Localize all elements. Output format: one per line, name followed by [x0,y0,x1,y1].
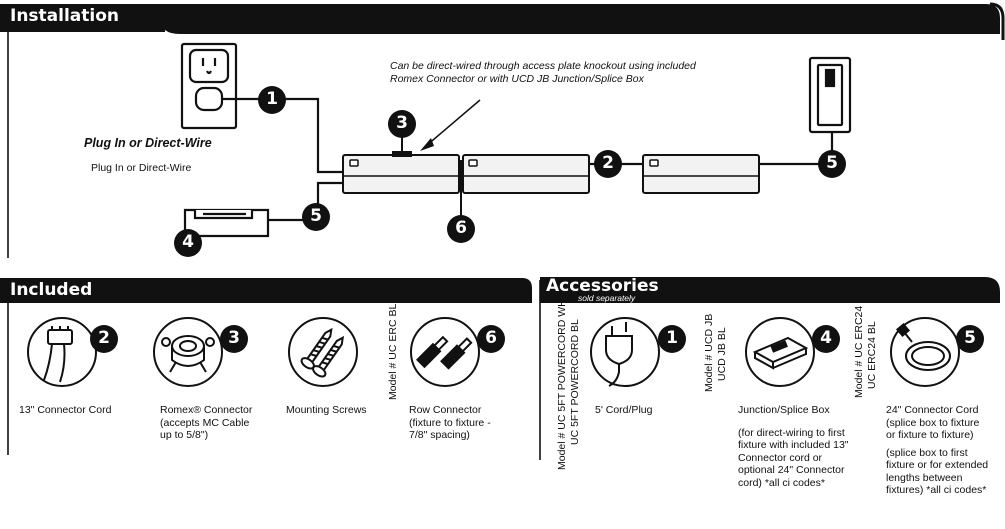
caption-romex-line2: (accepts MC Cable [160,416,250,429]
caption-junction-line3: (for direct-wiring to first [738,426,845,439]
splice-box-icon [745,317,815,387]
direct-wire-note-line1: Can be direct-wired through access plate… [390,60,696,72]
included-num-2: 2 [98,328,110,348]
callout-4: 4 [182,232,194,252]
included-badge-2 [90,325,118,353]
callout-3: 3 [396,113,408,133]
connector-cord-icon [27,317,97,387]
caption-junction: Junction/Splice Box (for direct-wiring t… [738,404,853,489]
accessory-num-4: 4 [820,328,832,348]
caption-cord24-line5: fixture or for extended [886,459,989,471]
row-connector-icon [410,317,480,387]
accessory-badge-4 [812,325,840,353]
section-subtitle-accessories: sold separately [578,293,636,303]
model-row-connector: Model # UC ERC BL [387,303,399,400]
caption-junction-line1: Junction/Splice Box [738,404,830,416]
caption-cord24-line3: or fixture to fixture) [886,429,974,441]
model-cord24-1: Model # UC ERC24 [853,305,865,398]
romex-connector-icon [153,317,223,387]
accessory-num-1: 1 [666,328,678,348]
model-powercord-1: Model # UC 5FT POWERCORD WH [556,299,568,470]
caption-screws: Mounting Screws [286,404,367,416]
accessory-num-5: 5 [964,328,976,348]
splice-box-icon [808,56,852,134]
callout-1: 1 [266,89,278,109]
included-badge-6 [477,325,505,353]
caption-connector-cord: 13" Connector Cord [19,404,112,416]
caption-romex-line1: Romex® Connector [160,404,253,416]
included-header-bar [0,278,532,303]
section-title-installation: Installation [10,6,120,26]
plug-subtext: Plug In or Direct-Wire [91,162,192,174]
caption-junction-line5: Connector cord or [738,451,823,464]
splice-box-icon [183,208,270,238]
screw-icon [288,317,358,387]
caption-junction-line6: optional 24" Connector [738,464,845,476]
caption-row-line2: (fixture to fixture - [409,416,491,429]
callout-6: 6 [455,218,467,238]
installation-header-tab [0,4,165,32]
power-plug-icon [590,317,660,387]
caption-junction-gap [738,417,853,427]
included-num-3: 3 [228,328,240,348]
caption-romex: Romex® Connector (accepts MC Cable up to… [160,404,270,442]
caption-row-line1: Row Connector [409,404,482,416]
caption-row-connector: Row Connector (fixture to fixture - 7/8"… [409,404,519,442]
callout-2: 2 [602,153,614,173]
caption-cord24-line6: lengths between [886,471,963,484]
coiled-cord-icon [890,317,960,387]
section-title-included: Included [10,280,93,300]
plug-heading: Plug In or Direct-Wire [84,136,212,150]
power-cord-line [222,97,347,174]
caption-cord24-line4: (splice box to first [886,446,968,459]
callout-5a: 5 [310,206,322,226]
accessories-header-bar [540,277,1000,303]
section-title-accessories: Accessories [546,276,659,296]
caption-cord-plug: 5' Cord/Plug [595,404,653,416]
caption-junction-line7: cord) *all ci codes* [738,476,825,489]
callout-5b: 5 [826,153,838,173]
accessory-badge-5 [956,325,984,353]
top-knockout [392,151,412,157]
caption-row-line3: 7/8" spacing) [409,429,470,441]
caption-cord24-line1: 24" Connector Cord [886,404,979,416]
arrow-line [425,99,481,147]
included-num-6: 6 [485,328,497,348]
row-connector-joint [458,160,464,182]
accessory-badge-1 [658,325,686,353]
included-badge-3 [220,325,248,353]
callouts [174,86,846,257]
caption-junction-line4: fixture with included 13" [738,439,849,451]
fixture-icon [342,154,760,194]
caption-cord24: 24" Connector Cord (splice box to fixtur… [886,404,1004,497]
model-junction-2: UCD JB BL [716,327,728,381]
model-cord24-2: UC ERC24 BL [866,321,878,389]
caption-romex-line3: up to 5/8") [160,429,209,441]
installation-header-bar [0,4,1000,34]
model-junction-1: Model # UCD JB [703,313,715,392]
installation-header-right [989,2,1005,40]
caption-cord24-line7: fixtures) *all ci codes* [886,484,987,496]
section-frames [7,20,541,460]
direct-wire-note-line2: Romex Connector or with UCD JB Junction/… [390,73,644,85]
arrow-head [420,138,434,151]
cord-box-to-fixture [268,181,343,222]
fixture-details [343,159,759,177]
wall-outlet-icon [180,42,238,130]
caption-cord24-line2: (splice box to fixture [886,416,980,429]
model-powercord-2: UC 5FT POWERCORD BL [569,319,581,445]
